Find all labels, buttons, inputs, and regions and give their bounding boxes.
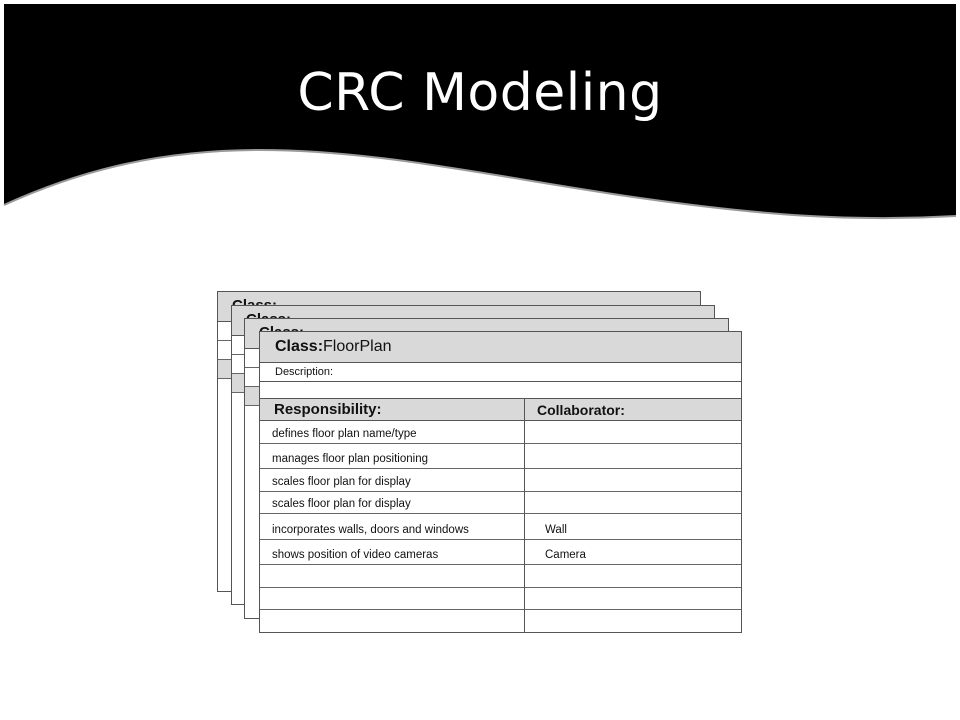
responsibility-header: Responsibility:: [274, 401, 382, 418]
crc-row: [260, 588, 741, 610]
crc-row: shows position of video cameras Camera: [260, 540, 741, 565]
description-label: Description:: [275, 366, 334, 378]
responsibility-cell: scales floor plan for display: [272, 476, 411, 488]
description-blank-row: [260, 382, 741, 399]
class-label: Class:: [275, 338, 324, 355]
responsibility-cell: manages floor plan positioning: [272, 453, 428, 465]
slide-title: CRC Modeling: [297, 63, 663, 123]
column-header-row: Responsibility: Collaborator:: [260, 399, 741, 421]
class-name: FloorPlan: [323, 338, 392, 355]
responsibility-cell: defines floor plan name/type: [272, 428, 417, 440]
collaborator-header: Collaborator:: [537, 402, 625, 418]
crc-card-floorplan: Class:FloorPlan Description: Responsibil…: [259, 331, 742, 633]
responsibility-cell: incorporates walls, doors and windows: [272, 524, 469, 536]
responsibility-cell: scales floor plan for display: [272, 498, 411, 510]
description-row: Description:: [260, 363, 741, 382]
crc-row: incorporates walls, doors and windows Wa…: [260, 514, 741, 540]
crc-row: manages floor plan positioning: [260, 444, 741, 469]
crc-row: [260, 565, 741, 588]
title-banner: [3, 4, 957, 220]
class-title: Class:FloorPlan: [275, 338, 392, 356]
crc-row: defines floor plan name/type: [260, 421, 741, 444]
responsibility-cell: shows position of video cameras: [272, 549, 439, 561]
column-divider: [524, 399, 525, 632]
crc-row: scales floor plan for display: [260, 469, 741, 492]
collaborator-cell: Camera: [545, 549, 586, 561]
crc-row: scales floor plan for display: [260, 492, 741, 514]
card-header: Class:FloorPlan: [260, 332, 741, 363]
collaborator-cell: Wall: [545, 524, 567, 536]
crc-row: [260, 610, 741, 632]
